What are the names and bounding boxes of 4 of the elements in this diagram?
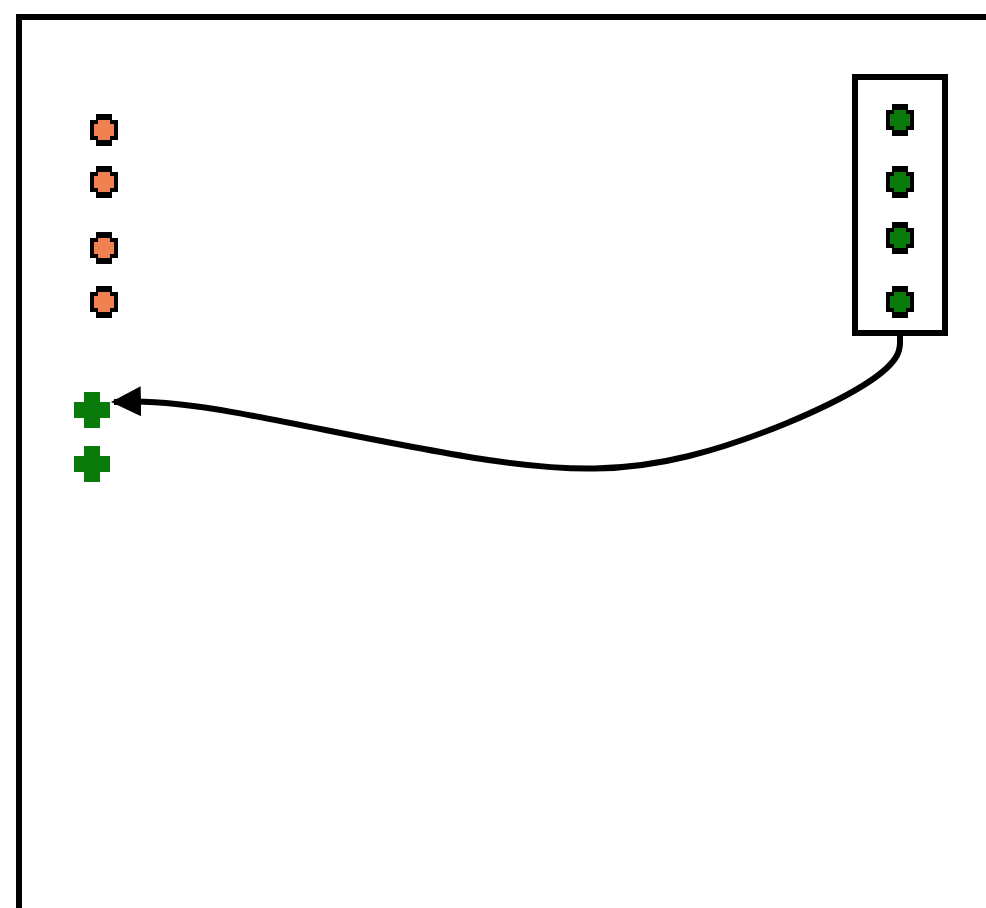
- group-box: [852, 74, 948, 336]
- curved-arrow: [111, 336, 903, 472]
- cross-marker: [74, 392, 110, 428]
- cross-marker: [74, 446, 110, 482]
